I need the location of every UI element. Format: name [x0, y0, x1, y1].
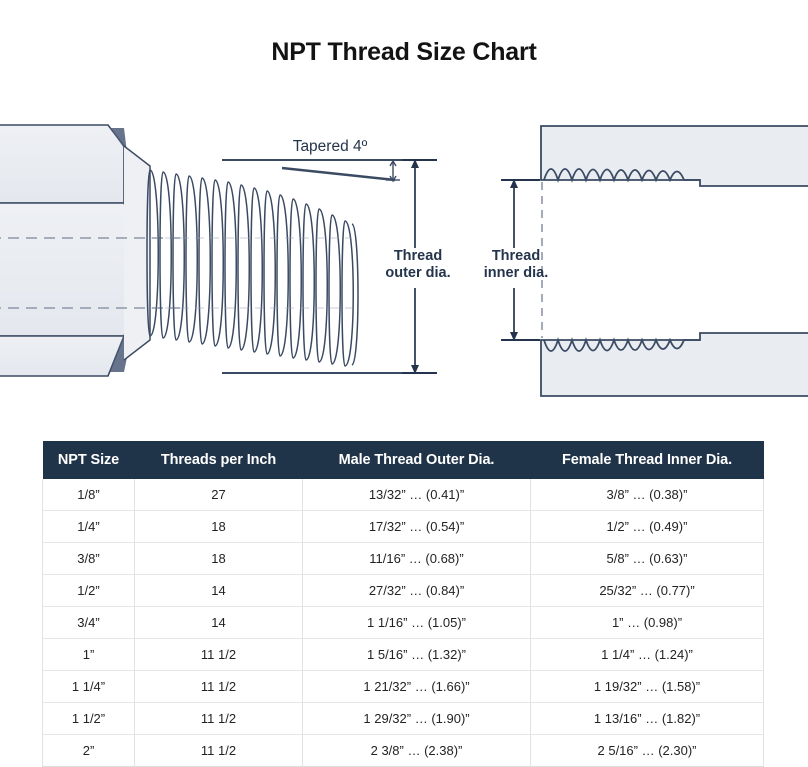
cell-male-outer-dia: 1 29/32” … (1.90)”	[302, 702, 531, 735]
male-fitting-group: Tapered 4º Thread outer dia.	[0, 124, 451, 377]
thread-diagram: Tapered 4º Thread outer dia.	[0, 108, 808, 408]
table-header-row: NPT Size Threads per Inch Male Thread Ou…	[42, 441, 764, 479]
taper-offset-arrow	[386, 159, 400, 183]
female-fitting-group: Thread inner dia.	[484, 125, 808, 397]
cell-male-outer-dia: 2 3/8” … (2.38)”	[302, 734, 531, 767]
cell-male-outer-dia: 1 1/16” … (1.05)”	[302, 606, 531, 639]
hex-lower-facet	[0, 335, 126, 377]
cell-npt-size: 3/8”	[42, 542, 135, 575]
column-header-threads-per-inch: Threads per Inch	[134, 441, 303, 479]
cell-npt-size: 1”	[42, 638, 135, 671]
inner-diameter-dimension	[501, 179, 540, 341]
cell-female-inner-dia: 1/2” … (0.49)”	[530, 510, 764, 543]
column-header-male-outer-dia: Male Thread Outer Dia.	[302, 441, 531, 479]
cell-female-inner-dia: 25/32” … (0.77)”	[530, 574, 764, 607]
female-lower-body	[540, 332, 808, 397]
cell-male-outer-dia: 27/32” … (0.84)”	[302, 574, 531, 607]
cell-threads-per-inch: 18	[134, 542, 303, 575]
cell-female-inner-dia: 1” … (0.98)”	[530, 606, 764, 639]
female-thread-profile-bottom	[543, 337, 700, 352]
page-title: NPT Thread Size Chart	[271, 38, 537, 66]
outer-diameter-dimension	[402, 159, 437, 374]
cell-npt-size: 1 1/4”	[42, 670, 135, 703]
cell-male-outer-dia: 1 21/32” … (1.66)”	[302, 670, 531, 703]
cell-npt-size: 1/8”	[42, 479, 135, 511]
fitting-shoulder	[123, 145, 151, 361]
outer-dia-label-line2: outer dia.	[385, 265, 450, 281]
cell-npt-size: 1/2”	[42, 574, 135, 607]
cell-male-outer-dia: 1 5/16” … (1.32)”	[302, 638, 531, 671]
inner-dia-label-line2: inner dia.	[484, 265, 548, 281]
npt-size-table: NPT Size Threads per Inch Male Thread Ou…	[42, 441, 764, 767]
cell-threads-per-inch: 11 1/2	[134, 702, 303, 735]
cell-threads-per-inch: 11 1/2	[134, 638, 303, 671]
cell-male-outer-dia: 17/32” … (0.54)”	[302, 510, 531, 543]
taper-angle-line	[281, 166, 396, 182]
cell-threads-per-inch: 11 1/2	[134, 670, 303, 703]
npt-size-table-container: NPT Size Threads per Inch Male Thread Ou…	[42, 441, 764, 767]
cell-npt-size: 3/4”	[42, 606, 135, 639]
cell-threads-per-inch: 18	[134, 510, 303, 543]
thread-end-cap	[351, 223, 359, 366]
cell-female-inner-dia: 5/8” … (0.63)”	[530, 542, 764, 575]
cell-threads-per-inch: 27	[134, 479, 303, 511]
cell-npt-size: 1 1/2”	[42, 702, 135, 735]
female-thread-profile-top	[543, 168, 700, 183]
column-header-npt-size: NPT Size	[42, 441, 135, 479]
cell-female-inner-dia: 1 1/4” … (1.24)”	[530, 638, 764, 671]
outer-dia-label-line1: Thread	[394, 248, 442, 264]
cell-female-inner-dia: 1 19/32” … (1.58)”	[530, 670, 764, 703]
cell-threads-per-inch: 14	[134, 606, 303, 639]
male-thread-profile	[146, 169, 354, 367]
female-upper-body	[540, 125, 808, 187]
hex-upper-facet	[0, 124, 125, 204]
column-header-female-inner-dia: Female Thread Inner Dia.	[530, 441, 764, 479]
cell-female-inner-dia: 1 13/16” … (1.82)”	[530, 702, 764, 735]
npt-thread-size-chart-page: NPT Thread Size Chart	[0, 38, 808, 767]
cell-female-inner-dia: 2 5/16” … (2.30)”	[530, 734, 764, 767]
taper-label: Tapered 4º	[293, 138, 368, 155]
cell-threads-per-inch: 14	[134, 574, 303, 607]
cell-female-inner-dia: 3/8” … (0.38)”	[530, 479, 764, 511]
inner-dia-label-line1: Thread	[492, 248, 540, 264]
cell-npt-size: 2”	[42, 734, 135, 767]
cell-male-outer-dia: 11/16” … (0.68)”	[302, 542, 531, 575]
cell-threads-per-inch: 11 1/2	[134, 734, 303, 767]
cell-male-outer-dia: 13/32” … (0.41)”	[302, 479, 531, 511]
hex-middle-facet	[0, 202, 134, 337]
cell-npt-size: 1/4”	[42, 510, 135, 543]
